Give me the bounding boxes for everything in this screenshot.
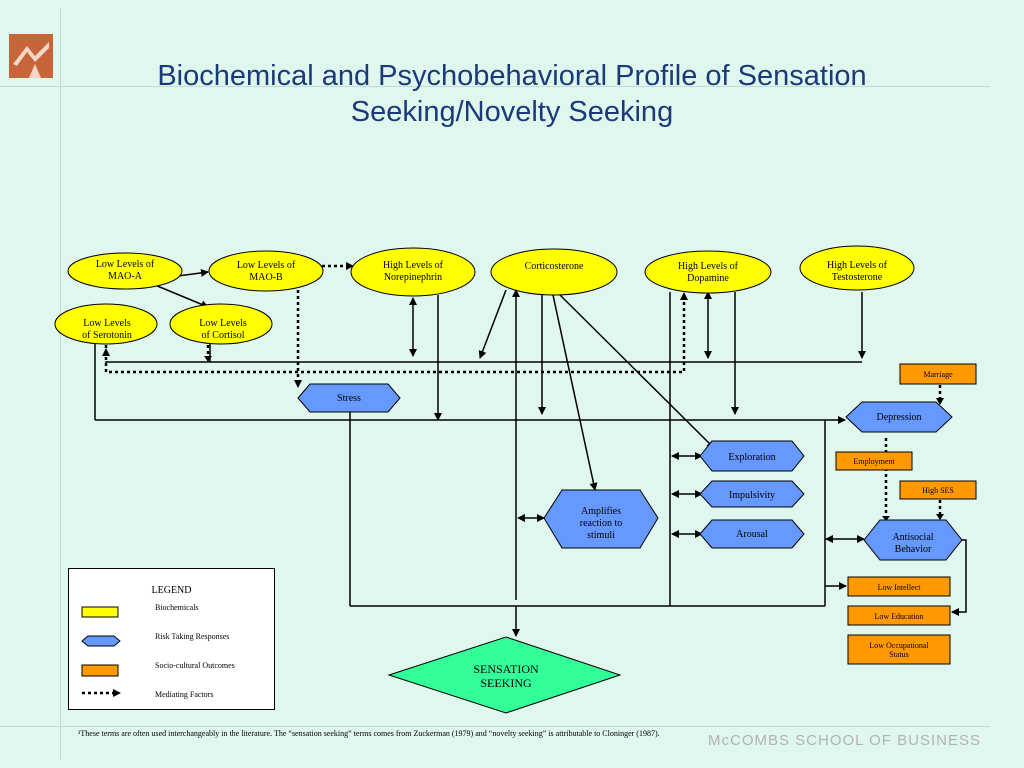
legend-swatch-outcomes <box>81 664 119 677</box>
label-low-occupational: Low Occupational Status <box>869 641 929 659</box>
mediating-connectors <box>104 264 942 516</box>
sensation-seeking-shape <box>387 636 622 714</box>
label-serotonin: Low Levels of Serotonin <box>82 318 132 341</box>
legend-item-biochemicals: Biochemicals <box>155 603 199 612</box>
label-exploration: Exploration <box>728 452 776 463</box>
legend-item-risk: Risk Taking Responses <box>155 632 230 641</box>
label-employment: Employment <box>853 457 895 466</box>
brand-wordmark: McCOMBS SCHOOL OF BUSINESS <box>708 732 981 749</box>
label-norepinephrine: High Levels of Norepinephrin <box>383 260 443 283</box>
slide-title: Biochemical and Psychobehavioral Profile… <box>60 58 964 130</box>
label-stress: Stress <box>337 393 361 404</box>
title-line-1: Biochemical and Psychobehavioral Profile… <box>157 60 867 92</box>
label-antisocial: Antisocial Behavior <box>892 532 934 555</box>
label-sensation-seeking: SENSATION SEEKING <box>473 662 539 690</box>
label-high-ses: High SES <box>922 486 954 495</box>
legend-swatch-risk <box>81 635 121 647</box>
label-impulsivity: Impulsivity <box>728 490 776 501</box>
label-dopamine: High Levels of Dopamine <box>678 261 738 284</box>
mediating-arrowheads <box>102 262 944 521</box>
label-low-education: Low Education <box>874 612 924 621</box>
footer-rule <box>0 726 990 727</box>
label-low-intellect: Low Intellect <box>877 583 921 592</box>
footnote: ¹These terms are often used interchangea… <box>78 729 660 738</box>
label-amplifies: Amplifies reaction to stimuli <box>579 506 623 541</box>
legend-swatches <box>81 606 121 697</box>
label-testosterone: High Levels of Testosterone <box>827 260 887 283</box>
biochemical-shapes <box>54 245 915 345</box>
title-line-2: Seeking/Novelty Seeking <box>350 96 674 128</box>
legend-item-mediating: Mediating Factors <box>155 690 214 699</box>
label-cortisol: Low Levels of Cortisol <box>199 318 247 341</box>
connectors <box>94 268 967 637</box>
legend-title: LEGEND <box>151 585 192 596</box>
header-rule <box>0 86 990 87</box>
legend: LEGEND Biochemicals Risk Taking Response… <box>68 568 275 710</box>
label-arousal: Arousal <box>736 529 768 540</box>
legend-swatch-biochemicals <box>81 606 119 618</box>
label-depression: Depression <box>876 412 922 423</box>
vertical-rule <box>60 8 61 760</box>
mccombs-logo <box>9 34 53 78</box>
outcome-shapes <box>835 363 977 665</box>
label-corticosterone: Corticosterone <box>524 261 584 272</box>
legend-item-outcomes: Socio-cultural Outcomes <box>155 661 235 670</box>
risk-shapes <box>297 383 963 561</box>
label-mao-a: Low Levels of MAO-A <box>95 259 155 282</box>
label-marriage: Marriage <box>923 370 953 379</box>
label-mao-b: Low Levels of MAO-B <box>236 260 296 283</box>
